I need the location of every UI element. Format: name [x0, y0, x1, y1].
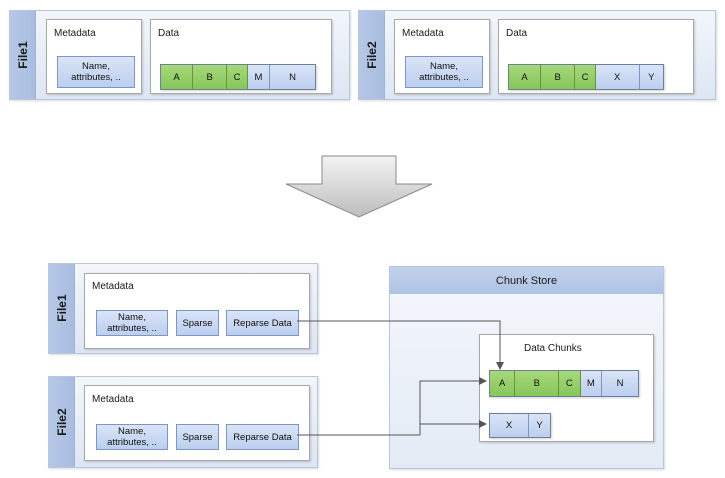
top-file1-segment-c: C [227, 65, 248, 89]
bottom-file1-metadata-title: Metadata [92, 281, 134, 292]
top-file2-segment-y: Y [639, 65, 663, 89]
bottom-file2-reparse-data-chip: Reparse Data [226, 424, 299, 450]
top-file2-metadata-box: Metadata Name, attributes, .. [394, 19, 490, 94]
top-file2-name-attributes-label: Name, attributes, .. [419, 61, 469, 83]
top-file2-data-bar: A B C X Y [508, 64, 664, 90]
top-file1-name-attributes-label: Name, attributes, .. [71, 61, 121, 83]
top-file2-panel: File2 Metadata Name, attributes, .. Data… [358, 10, 716, 100]
bottom-file2-metadata-box: Metadata Name, attributes, .. Sparse Rep… [84, 385, 310, 461]
top-file1-name-attributes-chip: Name, attributes, .. [57, 56, 135, 88]
top-file1-segment-n: N [270, 65, 315, 89]
top-file2-data-title: Data [506, 28, 528, 39]
chunk-n: N [602, 371, 639, 396]
bottom-file1-strip: File1 [49, 264, 75, 353]
bottom-file2-reparse-data-label: Reparse Data [233, 431, 292, 443]
top-file2-name-attributes-chip: Name, attributes, .. [405, 56, 483, 88]
bottom-file2-sparse-label: Sparse [182, 431, 213, 443]
bottom-file2-name-attributes-chip: Name, attributes, .. [96, 424, 168, 450]
data-chunks-title: Data Chunks [524, 343, 582, 354]
chunk-m: M [580, 371, 603, 396]
bottom-file1-reparse-data-label: Reparse Data [233, 317, 292, 329]
top-file1-strip: File1 [10, 11, 36, 99]
data-chunks-row-1: A B C M N [489, 370, 639, 397]
file1-to-chunk-connector [297, 320, 504, 370]
bottom-file2-sparse-chip: Sparse [176, 424, 219, 450]
top-file1-data-bar: A B C M N [160, 64, 316, 90]
top-file1-segment-m: M [247, 65, 271, 89]
top-file1-metadata-box: Metadata Name, attributes, .. [46, 19, 142, 94]
bottom-file1-metadata-box: Metadata Name, attributes, .. Sparse Rep… [84, 273, 310, 349]
chunk-store-panel: Chunk Store Data Chunks A B C M N X Y [389, 266, 664, 469]
top-file1-segment-a: A [161, 65, 194, 89]
top-file1-metadata-title: Metadata [54, 28, 96, 39]
bottom-file1-sparse-label: Sparse [182, 317, 213, 329]
bottom-file2-panel: File2 Metadata Name, attributes, .. Spar… [48, 376, 318, 468]
top-file1-data-box: Data A B C M N [150, 19, 332, 94]
top-file2-segment-b: B [541, 65, 576, 89]
bottom-file2-metadata-title: Metadata [92, 394, 134, 405]
chunk-x: X [490, 414, 530, 437]
chunk-y: Y [529, 414, 550, 437]
chunk-a: A [490, 371, 516, 396]
file2-to-chunk-a-connector [419, 377, 487, 435]
bottom-file1-sparse-chip: Sparse [176, 310, 219, 336]
bottom-file2-name-attributes-label: Name, attributes, .. [107, 426, 157, 448]
down-arrow-icon [285, 155, 433, 218]
bottom-file1-name-attributes-chip: Name, attributes, .. [96, 310, 168, 336]
data-chunks-box: Data Chunks A B C M N X Y [479, 334, 654, 442]
bottom-file1-reparse-data-chip: Reparse Data [226, 310, 299, 336]
top-file2-segment-c: C [575, 65, 596, 89]
bottom-file2-strip: File2 [49, 377, 75, 467]
top-file2-segment-x: X [595, 65, 640, 89]
top-file1-data-title: Data [158, 28, 180, 39]
top-file1-panel: File1 Metadata Name, attributes, .. Data… [9, 10, 350, 100]
data-chunks-row-2: X Y [489, 413, 551, 438]
bottom-file1-panel: File1 Metadata Name, attributes, .. Spar… [48, 263, 318, 354]
top-file2-metadata-title: Metadata [402, 28, 444, 39]
chunk-store-header: Chunk Store [390, 267, 663, 294]
chunk-b: B [515, 371, 560, 396]
top-file2-strip: File2 [359, 11, 385, 99]
bottom-file1-name-attributes-label: Name, attributes, .. [107, 312, 157, 334]
top-file1-segment-b: B [193, 65, 228, 89]
chunk-c: C [559, 371, 581, 396]
top-file2-segment-a: A [509, 65, 542, 89]
chunk-store-title: Chunk Store [495, 274, 558, 287]
top-file2-data-box: Data A B C X Y [498, 19, 694, 94]
